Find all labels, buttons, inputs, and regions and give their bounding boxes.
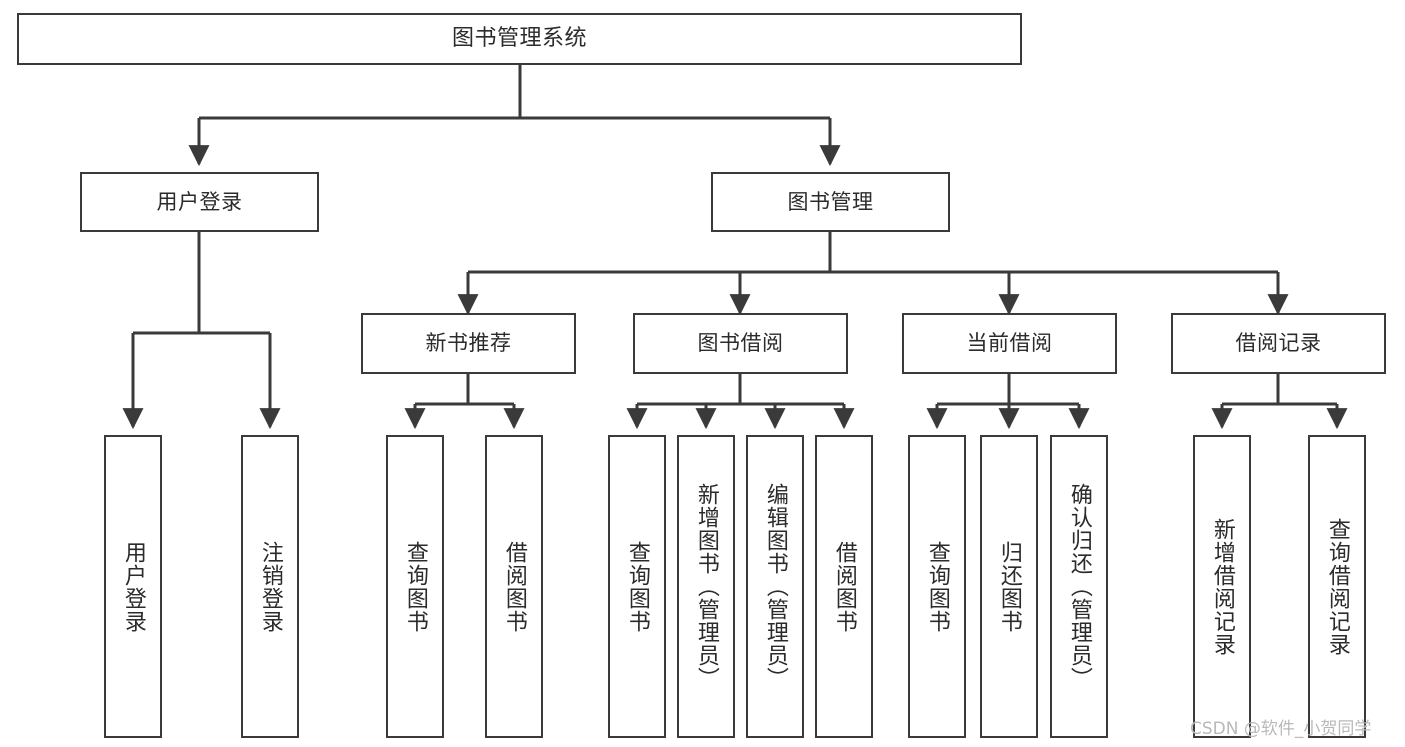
leaf-logout[interactable]: 注销登录 xyxy=(241,435,299,738)
node-label: 当前借阅 xyxy=(966,331,1053,356)
leaf-edit-book-admin[interactable]: 编辑图书（管理员） xyxy=(746,435,804,738)
leaf-new-book-query[interactable]: 查询图书 xyxy=(386,435,444,738)
leaf-query-borrow-record[interactable]: 查询借阅记录 xyxy=(1308,435,1366,738)
csdn-watermark: CSDN @软件_小贺同学 xyxy=(1190,719,1372,739)
node-user-login[interactable]: 用户登录 xyxy=(80,172,319,232)
node-current-borrow[interactable]: 当前借阅 xyxy=(902,313,1117,374)
node-borrow-record[interactable]: 借阅记录 xyxy=(1171,313,1386,374)
leaf-new-book-borrow[interactable]: 借阅图书 xyxy=(485,435,543,738)
leaf-current-query-book[interactable]: 查询图书 xyxy=(908,435,966,738)
node-label: 新书推荐 xyxy=(425,331,512,356)
node-label: 查询图书 xyxy=(924,540,950,633)
node-label: 图书管理 xyxy=(787,189,874,214)
node-root-book-management-system[interactable]: 图书管理系统 xyxy=(17,13,1022,65)
node-label: 图书借阅 xyxy=(697,331,784,356)
node-label: 确认归还（管理员） xyxy=(1066,483,1092,690)
leaf-return-book[interactable]: 归还图书 xyxy=(980,435,1038,738)
node-label: 归还图书 xyxy=(996,540,1022,633)
node-label: 用户登录 xyxy=(156,189,243,214)
leaf-add-borrow-record[interactable]: 新增借阅记录 xyxy=(1193,435,1251,738)
node-label: 借阅图书 xyxy=(501,540,527,633)
node-label: 查询图书 xyxy=(402,540,428,633)
leaf-borrow-book[interactable]: 借阅图书 xyxy=(815,435,873,738)
node-label: 查询图书 xyxy=(624,540,650,633)
leaf-borrow-query-book[interactable]: 查询图书 xyxy=(608,435,666,738)
node-label: 借阅图书 xyxy=(831,540,857,633)
node-label: 用户登录 xyxy=(120,540,146,633)
node-new-book-recommend[interactable]: 新书推荐 xyxy=(361,313,576,374)
node-label: 借阅记录 xyxy=(1235,331,1322,356)
node-label: 图书管理系统 xyxy=(451,26,587,52)
node-book-borrow[interactable]: 图书借阅 xyxy=(633,313,848,374)
node-label: 新增图书（管理员） xyxy=(693,483,719,690)
node-book-management[interactable]: 图书管理 xyxy=(711,172,950,232)
node-label: 编辑图书（管理员） xyxy=(762,483,788,690)
node-label: 新增借阅记录 xyxy=(1209,517,1235,656)
leaf-confirm-return-admin[interactable]: 确认归还（管理员） xyxy=(1050,435,1108,738)
node-label: 注销登录 xyxy=(257,540,283,633)
node-label: 查询借阅记录 xyxy=(1324,517,1350,656)
leaf-user-login[interactable]: 用户登录 xyxy=(104,435,162,738)
leaf-add-book-admin[interactable]: 新增图书（管理员） xyxy=(677,435,735,738)
